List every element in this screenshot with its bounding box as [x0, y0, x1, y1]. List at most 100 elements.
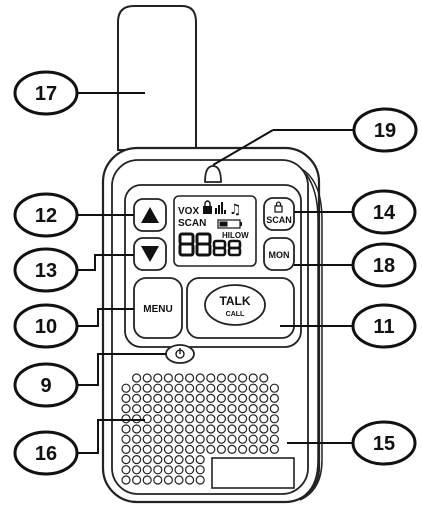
speaker-hole: [121, 434, 131, 444]
speaker-hole: [142, 393, 152, 403]
callout-13-label: 13: [35, 260, 57, 282]
callout-12-label: 12: [35, 205, 57, 227]
down-button[interactable]: [133, 237, 167, 271]
speaker-hole: [163, 434, 173, 444]
power-button[interactable]: [165, 344, 195, 364]
callout-line-10: [77, 308, 134, 327]
callout-9: 9: [13, 362, 79, 408]
callout-19-label: 19: [374, 120, 396, 142]
led-indicator: [204, 165, 222, 183]
speaker-hole: [269, 383, 279, 393]
speaker-hole: [163, 475, 173, 485]
speaker-hole: [238, 404, 248, 414]
speaker-hole: [132, 475, 142, 485]
speaker-hole: [248, 414, 258, 424]
scan-lock-button[interactable]: SCAN: [263, 197, 295, 231]
power-icon: [175, 348, 185, 359]
speaker-hole: [174, 404, 184, 414]
speaker-hole: [195, 465, 205, 475]
speaker-hole: [238, 424, 248, 434]
speaker-hole: [269, 404, 279, 414]
callout-9-label: 9: [40, 375, 51, 397]
signal-icon: [215, 202, 226, 214]
speaker-hole: [132, 424, 142, 434]
speaker-hole: [142, 444, 152, 454]
up-button[interactable]: [133, 198, 167, 232]
speaker-hole: [259, 373, 269, 383]
speaker-hole: [227, 404, 237, 414]
callout-16: 16: [13, 430, 79, 476]
speaker-hole: [163, 465, 173, 475]
callout-12: 12: [13, 192, 79, 238]
callout-line-16: [77, 419, 145, 454]
speaker-hole: [121, 424, 131, 434]
speaker-hole: [121, 465, 131, 475]
lcd-scan-label: SCAN: [178, 218, 206, 229]
speaker-hole: [163, 383, 173, 393]
speaker-hole: [121, 414, 131, 424]
speaker-hole: [163, 424, 173, 434]
speaker-hole: [174, 373, 184, 383]
speaker-hole: [269, 393, 279, 403]
speaker-hole: [206, 383, 216, 393]
callout-line-19b: [212, 129, 274, 166]
speaker-hole: [174, 383, 184, 393]
speaker-hole: [142, 465, 152, 475]
speaker-hole: [121, 393, 131, 403]
speaker-hole: [206, 434, 216, 444]
speaker-hole: [142, 383, 152, 393]
speaker-hole: [227, 373, 237, 383]
speaker-grille: [121, 373, 279, 485]
speaker-hole: [195, 404, 205, 414]
speaker-hole: [248, 404, 258, 414]
speaker-hole: [195, 383, 205, 393]
speaker-hole: [195, 373, 205, 383]
callout-15-label: 15: [373, 433, 395, 455]
speaker-hole: [153, 393, 163, 403]
speaker-hole: [238, 414, 248, 424]
up-arrow-icon: [141, 207, 159, 223]
speaker-hole: [132, 465, 142, 475]
speaker-hole: [227, 434, 237, 444]
speaker-hole: [132, 393, 142, 403]
speaker-hole: [153, 383, 163, 393]
side-grip: [299, 167, 323, 501]
speaker-hole: [227, 393, 237, 403]
speaker-hole: [174, 393, 184, 403]
lcd-display: VOX ♫ SCAN HILOW: [173, 195, 257, 267]
speaker-hole: [195, 393, 205, 403]
speaker-hole: [238, 434, 248, 444]
callout-line-13: [77, 254, 134, 271]
speaker-hole: [216, 444, 226, 454]
speaker-hole: [206, 393, 216, 403]
speaker-hole: [238, 393, 248, 403]
callouts: 17 19 12 14 13 18 10 11: [13, 70, 418, 476]
speaker-hole: [163, 393, 173, 403]
speaker-hole: [185, 383, 195, 393]
speaker-hole: [238, 444, 248, 454]
speaker-hole: [248, 393, 258, 403]
speaker-hole: [142, 434, 152, 444]
speaker-hole: [153, 414, 163, 424]
speaker-hole: [216, 414, 226, 424]
speaker-hole: [185, 434, 195, 444]
talk-call-button[interactable]: TALK CALL: [186, 277, 295, 339]
speaker-hole: [227, 383, 237, 393]
speaker-hole: [185, 393, 195, 403]
speaker-hole: [153, 465, 163, 475]
speaker-hole: [132, 455, 142, 465]
speaker-hole: [195, 444, 205, 454]
mon-button[interactable]: MON: [263, 237, 295, 271]
speaker-hole: [153, 434, 163, 444]
speaker-hole: [216, 373, 226, 383]
speaker-hole: [185, 404, 195, 414]
scan-button-label: SCAN: [266, 215, 292, 225]
callout-14: 14: [351, 189, 417, 235]
speaker-hole: [216, 393, 226, 403]
menu-button[interactable]: MENU: [133, 277, 183, 339]
speaker-hole: [142, 414, 152, 424]
speaker-hole: [216, 404, 226, 414]
speaker-hole: [248, 383, 258, 393]
speaker-hole: [238, 373, 248, 383]
menu-button-label: MENU: [143, 304, 172, 315]
